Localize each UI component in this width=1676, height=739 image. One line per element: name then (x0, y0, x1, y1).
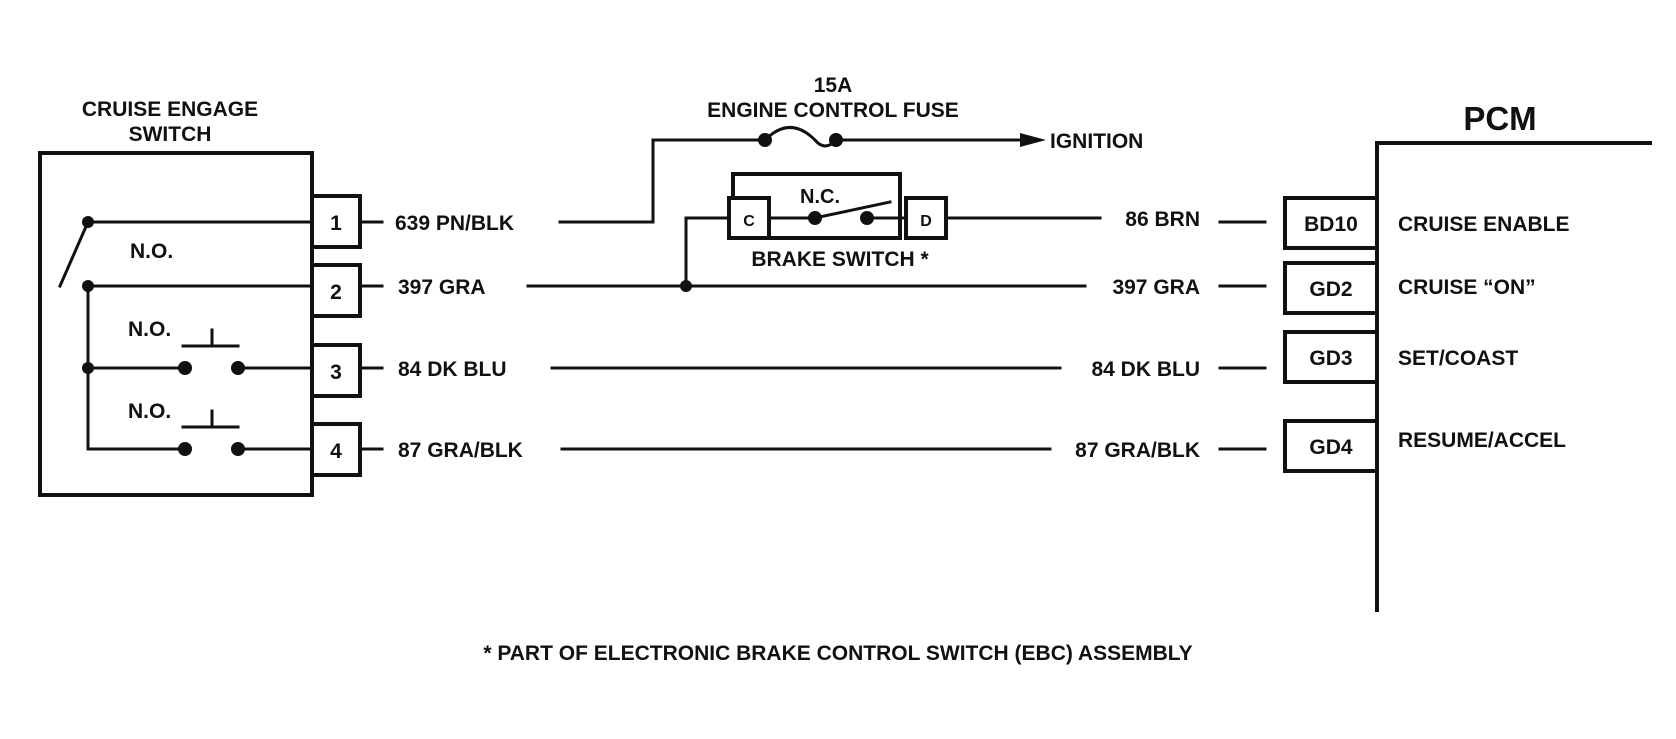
pcm-terminal-box (1283, 196, 1379, 250)
pcm-function-label: CRUISE “ON” (1398, 276, 1536, 299)
switch-pin-label: 2 (330, 281, 342, 304)
pcm-function-label: CRUISE ENABLE (1398, 213, 1570, 236)
switch-contact-dot (178, 442, 192, 456)
brake-contact-label: N.C. (800, 186, 840, 208)
wire-label-87-right: 87 GRA/BLK (1075, 439, 1200, 462)
brake-terminal-d-label: D (920, 213, 932, 230)
pcm-terminal-box (1283, 419, 1379, 473)
switch-contact-dot (82, 362, 94, 374)
wire-label-639: 639 PN/BLK (395, 212, 514, 235)
pcm-function-label: RESUME/ACCEL (1398, 429, 1566, 452)
switch-title-line1: CRUISE ENGAGE (82, 98, 258, 121)
ignition-label: IGNITION (1050, 130, 1143, 153)
switch-pin-box (310, 343, 362, 398)
fuse-rating: 15A (814, 74, 853, 97)
no-set-label: N.O. (128, 318, 171, 341)
pcm-function-label: SET/COAST (1398, 347, 1518, 370)
pcm-terminal-box (1283, 330, 1379, 384)
wire-label-397-right: 397 GRA (1112, 276, 1200, 299)
fuse-name: ENGINE CONTROL FUSE (707, 99, 959, 122)
pcm-terminal-label: GD4 (1309, 436, 1353, 459)
pcm-title: PCM (1463, 100, 1536, 137)
switch-contact-dot (82, 216, 94, 228)
switch-title-line2: SWITCH (129, 123, 212, 146)
engine-control-fuse: 15A ENGINE CONTROL FUSE IGNITION (558, 74, 1143, 224)
wire-label-84-left: 84 DK BLU (398, 358, 507, 381)
wire-639-to-fuse (558, 138, 767, 224)
arrow-right-icon (1020, 133, 1046, 147)
no-main-label: N.O. (130, 240, 173, 263)
brake-terminal-d-box (904, 196, 948, 240)
wire-label-397-left: 397 GRA (398, 276, 486, 299)
pcm-terminal-box (1283, 261, 1379, 315)
footnote: * PART OF ELECTRONIC BRAKE CONTROL SWITC… (483, 642, 1192, 665)
pcm-terminal-label: BD10 (1304, 213, 1358, 236)
switch-blade (58, 220, 90, 288)
brake-terminal-c-label: C (743, 213, 755, 230)
wire-label-84-right: 84 DK BLU (1091, 358, 1200, 381)
switch-pin-label: 3 (330, 361, 342, 384)
splice-dot (680, 280, 692, 292)
no-resume-label: N.O. (128, 400, 171, 423)
brake-switch-blade (813, 200, 892, 220)
wire-label-86: 86 BRN (1125, 208, 1200, 231)
pcm-terminal-label: GD3 (1309, 347, 1352, 370)
switch-contact-dot (178, 361, 192, 375)
switch-pin-label: 1 (330, 212, 342, 235)
switch-pin-box (310, 263, 362, 318)
pcm-terminal-label: GD2 (1309, 278, 1352, 301)
pcm: PCM BD10 GD2 GD3 GD4 CRUISE ENABLE CRUIS… (1283, 100, 1652, 612)
wiring-harness: 639 PN/BLK 86 BRN 397 GRA 397 GRA 84 DK … (358, 208, 1267, 462)
fuse-element (762, 126, 839, 148)
wire-label-87-left: 87 GRA/BLK (398, 439, 523, 462)
switch-pin-label: 4 (330, 440, 342, 463)
wire-397-to-brake-c (684, 216, 731, 288)
brake-switch-label: BRAKE SWITCH * (751, 248, 929, 271)
switch-housing (38, 151, 314, 497)
brake-switch: C D N.C. BRAKE SWITCH * (727, 172, 948, 271)
cruise-engage-switch: CRUISE ENGAGE SWITCH N.O. N.O. N.O. 1 2 (38, 98, 362, 497)
